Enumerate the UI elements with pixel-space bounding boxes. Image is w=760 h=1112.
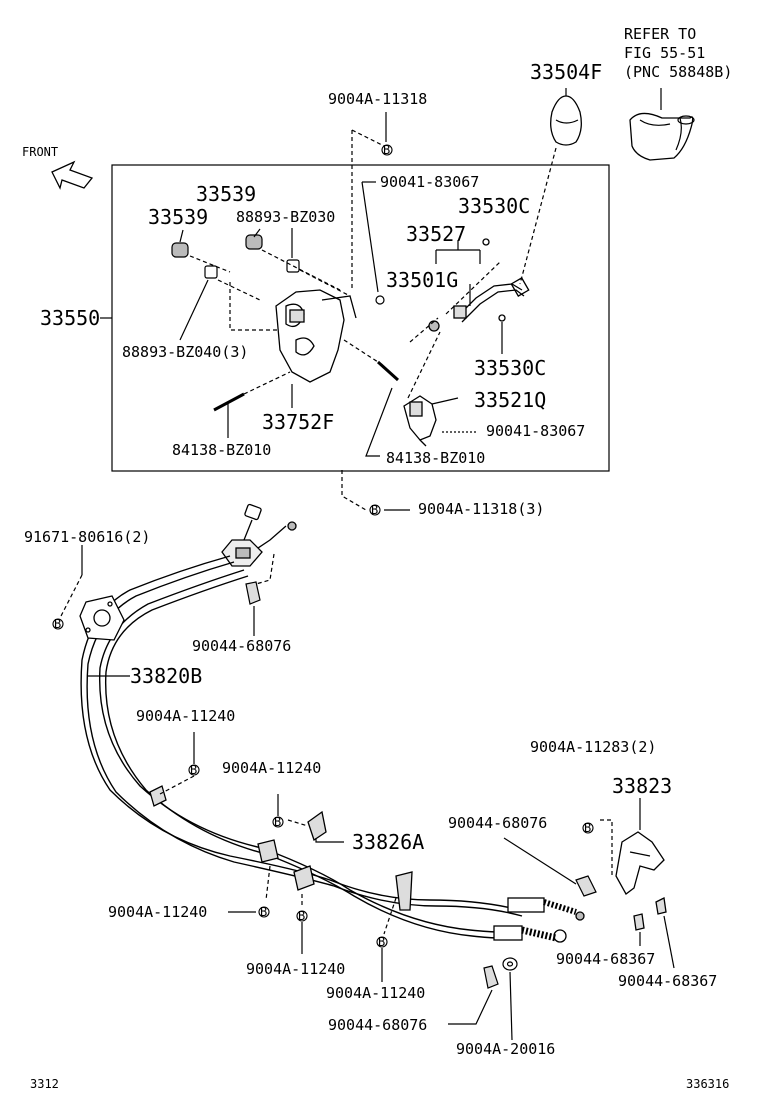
part-label: 84138-BZ010 (172, 441, 272, 459)
part-label: 33530C (458, 194, 531, 218)
part-label: 9004A-11318(3) (418, 500, 545, 518)
part-label: 90044-68076 (448, 814, 548, 832)
part-label: 9004A-20016 (456, 1040, 556, 1058)
part-label: 33504F (530, 60, 603, 84)
part-label: 33823 (612, 774, 673, 798)
dashed-leader (519, 147, 557, 285)
part-label: 33521Q (474, 388, 547, 412)
part-label: 33539 (148, 205, 209, 229)
bolt-marker (52, 144, 594, 948)
clip-icon (483, 965, 499, 989)
bolt-marker-letter: B (54, 617, 62, 631)
part-label: 9004A-11240 (108, 903, 208, 921)
part-label: 90044-68367 (618, 972, 718, 990)
part-label: 33550 (40, 306, 101, 330)
clip-icon (575, 875, 597, 897)
part-label: 91671-80616(2) (24, 528, 151, 546)
bolt-marker-letter: B (584, 821, 592, 835)
cable-bracket-icon (615, 831, 667, 931)
part-label: 9004A-11283(2) (530, 738, 657, 756)
page-code-right: 336316 (686, 1077, 730, 1091)
part-label: 84138-BZ010 (386, 449, 486, 467)
bolt-marker-letter: B (298, 909, 306, 923)
refer-note-line-3: (PNC 58848B) (624, 63, 733, 81)
bolt-marker-letter: B (371, 503, 379, 517)
part-label: 33527 (406, 222, 467, 246)
shift-lever-icon (403, 395, 437, 447)
shift-knob-icon (550, 95, 582, 146)
bolt-marker-letter: B (378, 935, 386, 949)
pin-icon (343, 339, 400, 382)
refer-note-line-1: REFER TO (624, 25, 697, 43)
bolt-marker-letter: B (274, 815, 282, 829)
part-label: 33826A (352, 830, 425, 854)
bolt-marker-letter: B (190, 763, 198, 777)
grommet-plate (79, 595, 125, 641)
clip-icon (245, 581, 261, 605)
bolt-marker-letter: B (383, 143, 391, 157)
part-label: 90044-68367 (556, 950, 656, 968)
front-label: FRONT (22, 145, 59, 159)
bolt-icon (213, 371, 291, 438)
part-label: 90044-68076 (192, 637, 292, 655)
page-code-left: 3312 (30, 1077, 59, 1091)
shift-lever-bracket (275, 289, 357, 383)
part-label: 33539 (196, 182, 257, 206)
washer-icon (502, 957, 518, 971)
part-label: 9004A-11240 (136, 707, 236, 725)
part-label: 88893-BZ040(3) (122, 343, 249, 361)
part-label: 33820B (130, 664, 203, 688)
part-label: 9004A-11240 (326, 984, 426, 1002)
part-label: 88893-BZ030 (236, 208, 336, 226)
refer-note-line-2: FIG 55-51 (624, 44, 706, 62)
part-label: 90041-83067 (380, 173, 480, 191)
shift-boot-icon (629, 112, 695, 161)
part-label: 9004A-11240 (246, 960, 346, 978)
bolt-marker-letter: B (260, 905, 268, 919)
cable-end-top (221, 503, 297, 567)
part-label: 9004A-11318 (328, 90, 428, 108)
cable-end-bottom (493, 897, 585, 943)
part-label: 33530C (474, 356, 547, 380)
part-label: 90044-68076 (328, 1016, 428, 1034)
front-arrow-icon (51, 160, 94, 190)
part-label: 90041-83067 (486, 422, 586, 440)
cable-clamp (149, 785, 413, 911)
part-label: 33501G (386, 268, 459, 292)
part-label: 9004A-11240 (222, 759, 322, 777)
bushing-icon (171, 234, 300, 279)
part-label: 33752F (262, 410, 335, 434)
